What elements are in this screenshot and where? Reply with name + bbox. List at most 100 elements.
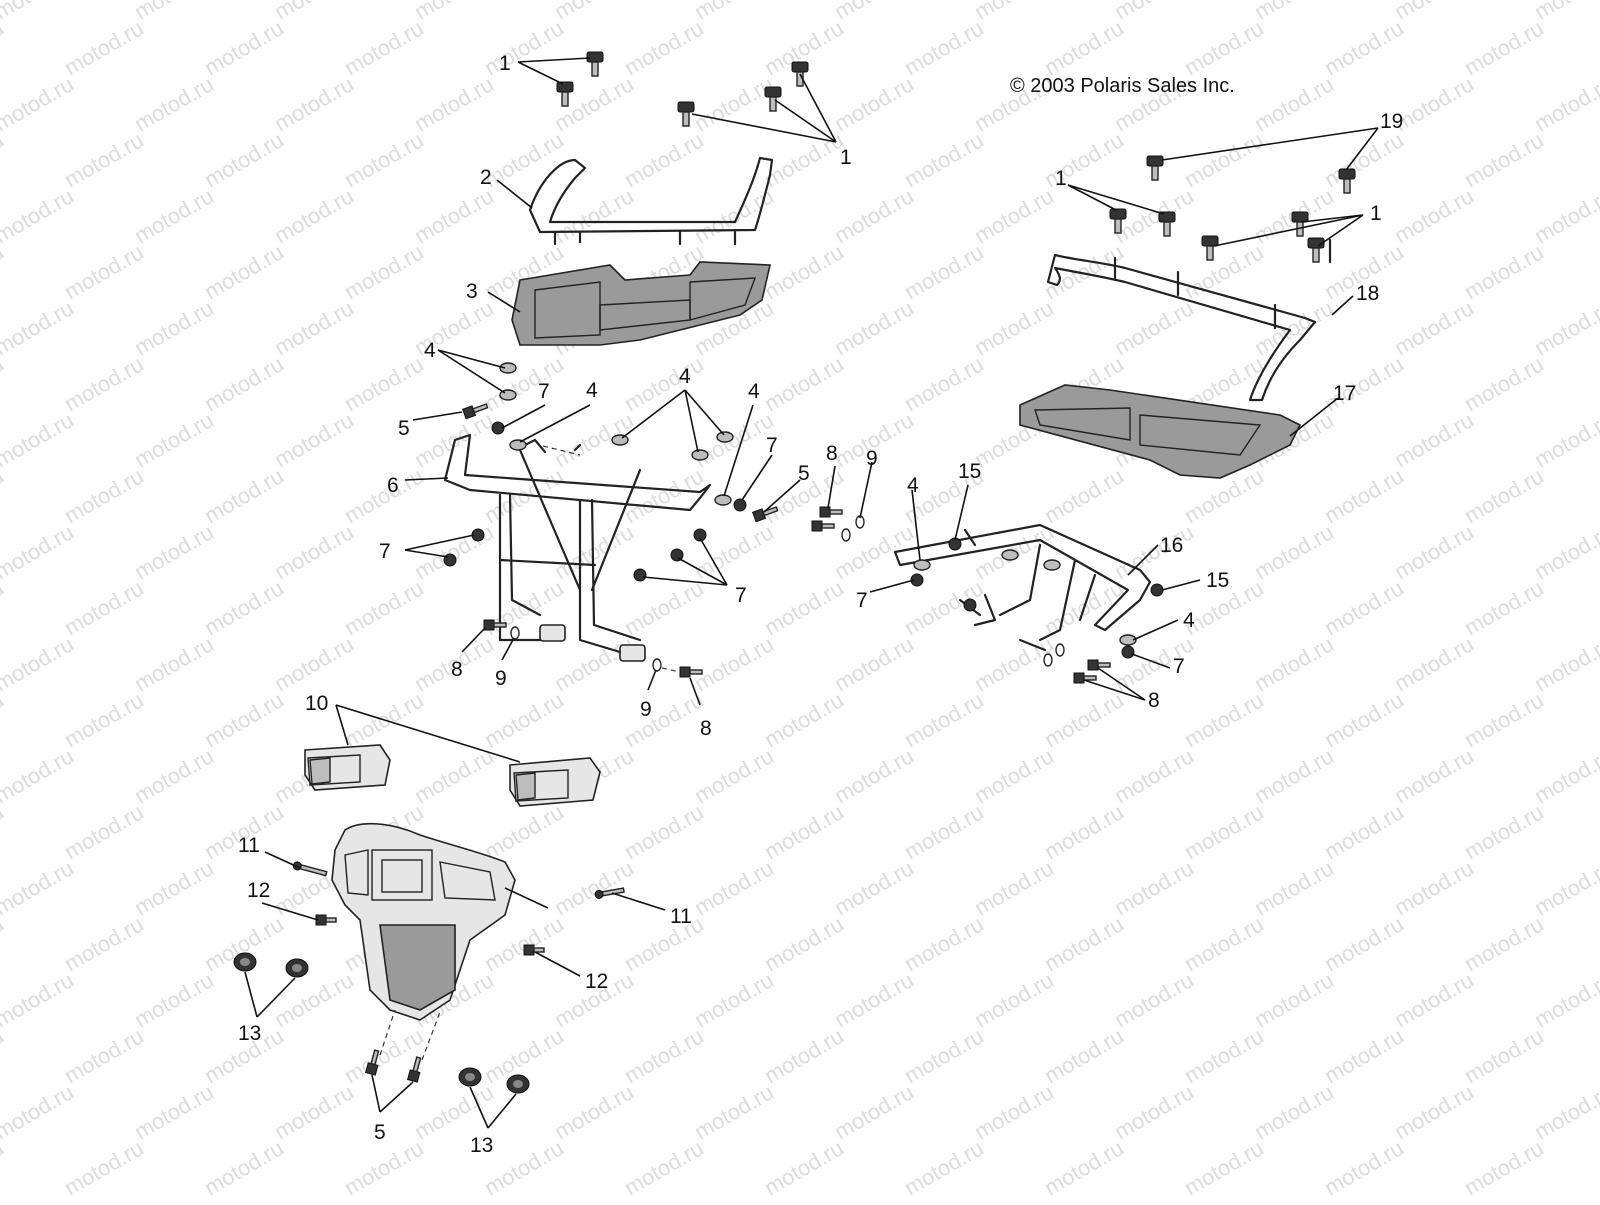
watermark-text: motod.ru	[830, 855, 918, 920]
headlight-left-part	[304, 744, 391, 791]
watermark-text: motod.ru	[1530, 183, 1600, 248]
watermark-text: motod.ru	[60, 463, 148, 528]
watermark-text: motod.ru	[0, 687, 8, 752]
watermark-text: motod.ru	[200, 351, 288, 416]
watermark-text: motod.ru	[620, 575, 708, 640]
watermark-text: motod.ru	[1250, 295, 1338, 360]
watermark-text: motod.ru	[1390, 183, 1478, 248]
watermark-text: motod.ru	[760, 1023, 848, 1088]
headlight-right-part	[509, 757, 601, 807]
watermark-text: motod.ru	[130, 183, 218, 248]
watermark-text: motod.ru	[900, 1135, 988, 1200]
watermark-text: motod.ru	[0, 799, 8, 864]
watermark-text: motod.ru	[0, 743, 78, 808]
watermark-text: motod.ru	[1390, 0, 1478, 24]
leader-lines	[244, 57, 1379, 1129]
watermark-text: motod.ru	[1460, 911, 1548, 976]
watermark-text: motod.ru	[690, 1079, 778, 1144]
watermark-text: motod.ru	[200, 239, 288, 304]
callout-label: 13	[238, 1022, 261, 1045]
watermark-text: motod.ru	[60, 1023, 148, 1088]
front-hardware-group	[443, 51, 865, 678]
watermark-text: motod.ru	[970, 855, 1058, 920]
watermark-text: motod.ru	[1320, 687, 1408, 752]
watermark-text: motod.ru	[1320, 1023, 1408, 1088]
callout-label: 1	[1055, 167, 1067, 190]
watermark-text: motod.ru	[690, 743, 778, 808]
callout-label: 11	[238, 834, 260, 857]
watermark-text: motod.ru	[270, 519, 358, 584]
callout-label: 7	[766, 434, 778, 457]
watermark-text: motod.ru	[1110, 967, 1198, 1032]
watermark-text: motod.ru	[1320, 463, 1408, 528]
watermark-text: motod.ru	[1530, 71, 1600, 136]
callout-label: 4	[907, 474, 919, 497]
callout-label: 17	[1333, 382, 1356, 405]
watermark-text: motod.ru	[1040, 463, 1128, 528]
watermark-text: motod.ru	[60, 911, 148, 976]
watermark-text: motod.ru	[130, 855, 218, 920]
watermark-text: motod.ru	[690, 631, 778, 696]
watermark-text: motod.ru	[1530, 743, 1600, 808]
callout-label: 15	[1206, 569, 1229, 592]
watermark-text: motod.ru	[130, 967, 218, 1032]
watermark-text: motod.ru	[620, 911, 708, 976]
watermark-text: motod.ru	[620, 687, 708, 752]
callout-label: 12	[585, 970, 608, 993]
callout-label: 5	[374, 1121, 386, 1144]
watermark-text: motod.ru	[200, 575, 288, 640]
watermark-text: motod.ru	[830, 71, 918, 136]
watermark-text: motod.ru	[620, 15, 708, 80]
watermark-text: motod.ru	[760, 127, 848, 192]
watermark-text: motod.ru	[1460, 575, 1548, 640]
watermark-text: motod.ru	[900, 799, 988, 864]
watermark-text: motod.ru	[1530, 0, 1600, 24]
watermark-text: motod.ru	[130, 519, 218, 584]
watermark-text: motod.ru	[340, 351, 428, 416]
watermark-text: motod.ru	[900, 239, 988, 304]
watermark-text: motod.ru	[760, 239, 848, 304]
watermark-text: motod.ru	[970, 183, 1058, 248]
watermark-text: motod.ru	[830, 295, 918, 360]
watermark-text: motod.ru	[200, 15, 288, 80]
rear-rack-mesh-part	[1019, 384, 1302, 479]
callout-label: 10	[305, 692, 328, 715]
callout-label: 8	[826, 442, 838, 465]
callout-label: 8	[451, 658, 463, 681]
callout-label: 7	[379, 540, 391, 563]
callout-label: 12	[247, 879, 270, 902]
watermark-text: motod.ru	[480, 687, 568, 752]
watermark-text: motod.ru	[1390, 1079, 1478, 1144]
watermark-text: motod.ru	[1110, 855, 1198, 920]
callout-label: 8	[1148, 689, 1160, 712]
watermark-text: motod.ru	[200, 127, 288, 192]
watermark-text: motod.ru	[0, 855, 78, 920]
callout-label: 19	[1380, 110, 1403, 133]
watermark-text: motod.ru	[0, 911, 8, 976]
watermark-text: motod.ru	[130, 1079, 218, 1144]
watermark-text: motod.ru	[1250, 0, 1338, 24]
callout-label: 2	[480, 166, 492, 189]
watermark-text: motod.ru	[1320, 15, 1408, 80]
watermark-text: motod.ru	[760, 911, 848, 976]
watermark-text: motod.ru	[830, 183, 918, 248]
callout-label: 3	[466, 280, 478, 303]
callout-label: 7	[856, 589, 868, 612]
callout-label: 9	[495, 667, 507, 690]
callout-label: 6	[387, 474, 399, 497]
watermark-text: motod.ru	[970, 1079, 1058, 1144]
watermark-text: motod.ru	[1320, 799, 1408, 864]
watermark-text: motod.ru	[1460, 687, 1548, 752]
watermark-text: motod.ru	[900, 911, 988, 976]
callout-label: 7	[735, 584, 747, 607]
watermark-text: motod.ru	[1180, 127, 1268, 192]
watermark-text: motod.ru	[0, 239, 8, 304]
watermark-text: motod.ru	[0, 463, 8, 528]
watermark-text: motod.ru	[1110, 1079, 1198, 1144]
watermark-text: motod.ru	[1530, 519, 1600, 584]
callout-label: 13	[470, 1134, 493, 1157]
watermark-text: motod.ru	[970, 967, 1058, 1032]
callout-label: 5	[398, 417, 410, 440]
watermark-text: motod.ru	[1390, 967, 1478, 1032]
